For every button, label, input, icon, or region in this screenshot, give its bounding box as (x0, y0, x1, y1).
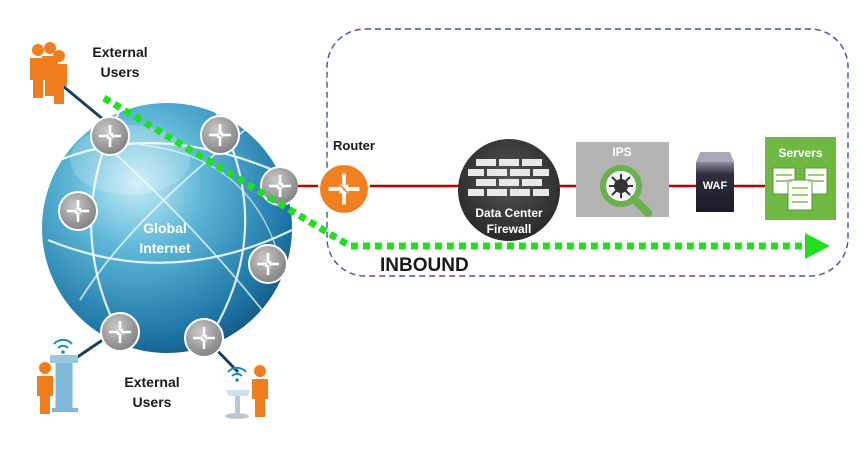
globe-node-5 (248, 244, 288, 284)
inbound-label: INBOUND (380, 255, 469, 276)
servers-icon (765, 137, 836, 220)
wifi-icon (227, 366, 247, 382)
external-users-top-line2: Users (100, 64, 140, 80)
global-internet-globe (42, 103, 293, 353)
router-icon (317, 162, 371, 216)
router-label: Router (333, 138, 375, 153)
firewall-label: Data Center Firewall (459, 205, 559, 237)
servers-label: Servers (778, 146, 823, 160)
data-center-zone (326, 28, 849, 277)
external-users-bottom-line2: Users (132, 394, 172, 410)
external-users-bottom-label: External Users (112, 372, 192, 412)
inbound-arrow-head (805, 233, 830, 259)
kiosk-icon (50, 355, 78, 412)
user-person-icon (37, 362, 53, 414)
globe-node-2 (200, 115, 240, 155)
users-icon (30, 42, 67, 104)
globe-node-4 (58, 191, 98, 231)
waf-label: WAF (702, 180, 728, 192)
global-internet-label: Global Internet (125, 218, 205, 258)
external-users-bottom-line1: External (124, 374, 180, 390)
link-user-top (57, 80, 111, 127)
external-users-top-line1: External (92, 44, 148, 60)
kiosk-icon (225, 390, 251, 419)
global-internet-line1: Global (143, 220, 187, 236)
globe-node-7 (184, 318, 224, 358)
wifi-icon (53, 338, 73, 354)
ips-icon (576, 142, 669, 217)
firewall-icon (458, 139, 560, 241)
user-person-icon (252, 365, 268, 417)
inbound-path (102, 95, 808, 250)
globe-node-1 (90, 116, 130, 156)
external-users-top-label: External Users (80, 42, 160, 82)
waf-icon (696, 152, 734, 212)
firewall-line1: Data Center (475, 206, 543, 220)
ips-label: IPS (612, 145, 632, 159)
global-internet-line2: Internet (139, 240, 191, 256)
firewall-line2: Firewall (486, 222, 532, 236)
globe-node-6 (100, 312, 140, 352)
globe-node-3 (260, 166, 300, 206)
